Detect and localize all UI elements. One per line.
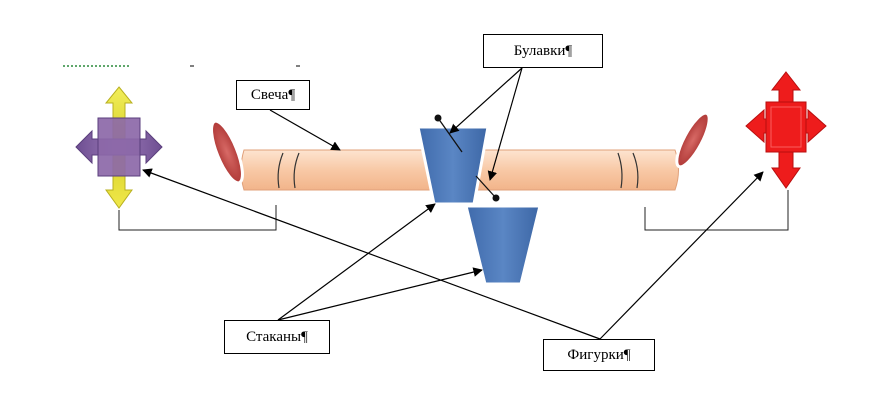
left-figure-icon [75,86,163,209]
connector-arrows [142,67,764,340]
candle-brackets [118,190,789,231]
right-flame [675,111,711,169]
pins-label: Булавки¶ [483,34,603,68]
pin-icon [434,114,463,153]
pin-icon [475,175,500,202]
glasses-label: Стаканы¶ [224,320,330,354]
left-flame [210,119,244,185]
lower-glass [464,204,542,286]
figures-label: Фигурки¶ [543,339,655,371]
upper-glass [416,125,490,206]
right-figure-icon [745,71,827,189]
candle-label: Свеча¶ [236,80,310,110]
